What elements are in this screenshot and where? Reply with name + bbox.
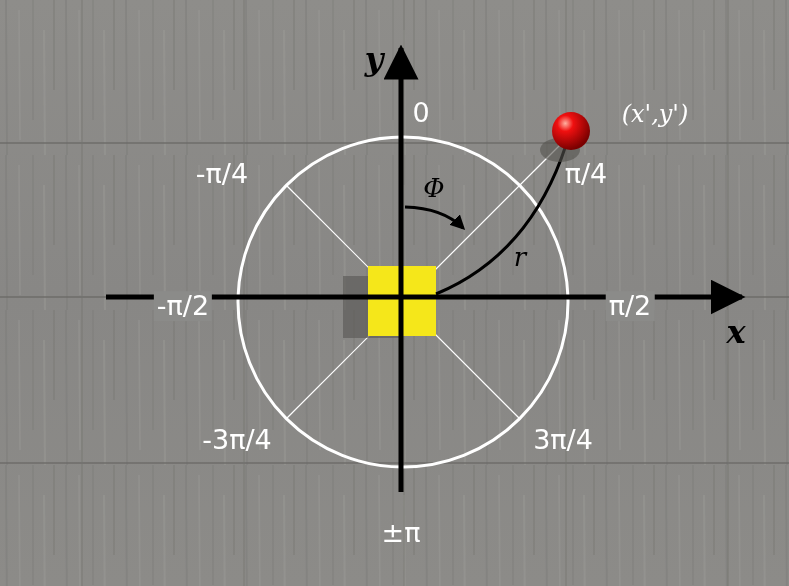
- angle-label: -π/4: [196, 159, 248, 189]
- diagonal-lines: [286, 139, 566, 419]
- radius-symbol: r: [514, 243, 526, 272]
- angle-label: π/4: [565, 159, 608, 189]
- angle-label: -3π/4: [202, 425, 271, 455]
- axis-name: y: [365, 42, 384, 77]
- angle-label: ±π: [382, 518, 421, 548]
- y-axis: [399, 48, 404, 492]
- axis-name: x: [726, 315, 745, 350]
- radius-curve: [436, 145, 566, 294]
- point-label: (x',y'): [622, 101, 689, 127]
- angle-label: π/2: [606, 291, 655, 321]
- angle-label: 3π/4: [533, 425, 593, 455]
- angle-symbol: Φ: [423, 174, 444, 203]
- angle-label: -π/2: [154, 291, 212, 321]
- phi-arc: [405, 207, 463, 228]
- angle-label: 0: [412, 98, 429, 128]
- red-ball: [552, 112, 590, 150]
